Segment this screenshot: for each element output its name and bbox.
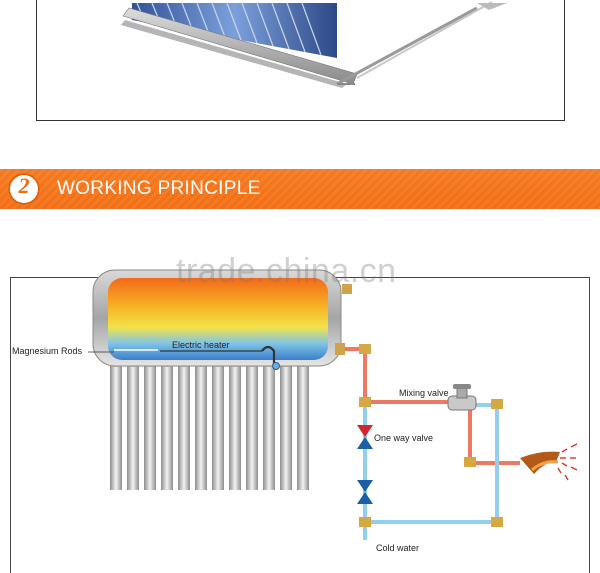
- section-number-badge: 2: [8, 173, 40, 205]
- product-image-frame: [36, 0, 565, 121]
- vacuum-tubes: [110, 362, 309, 490]
- banner-texture: [0, 169, 600, 209]
- mixing-valve-icon: [447, 384, 477, 411]
- one-way-valve-icon: [357, 425, 373, 449]
- watermark: trade.china.cn: [176, 252, 397, 290]
- water-tank: [92, 269, 342, 370]
- solar-collector-illustration: [121, 1, 507, 88]
- cold-water-label: Cold water: [376, 543, 420, 553]
- magnesium-rods-label: Magnesium Rods: [12, 346, 83, 356]
- section-banner: 2 WORKING PRINCIPLE: [0, 169, 600, 209]
- section-title: WORKING PRINCIPLE: [57, 178, 261, 199]
- evacuated-tubes: [132, 2, 337, 58]
- section-number: 2: [18, 173, 30, 198]
- cold-water-pipe: [363, 402, 499, 540]
- mixing-valve-label: Mixing valve: [399, 388, 449, 398]
- one-way-valve-icon-2: [357, 480, 373, 504]
- one-way-valve-label: One way valve: [374, 433, 434, 443]
- shower-head-icon: [520, 443, 578, 481]
- electric-heater-label: Electric heater: [172, 340, 230, 350]
